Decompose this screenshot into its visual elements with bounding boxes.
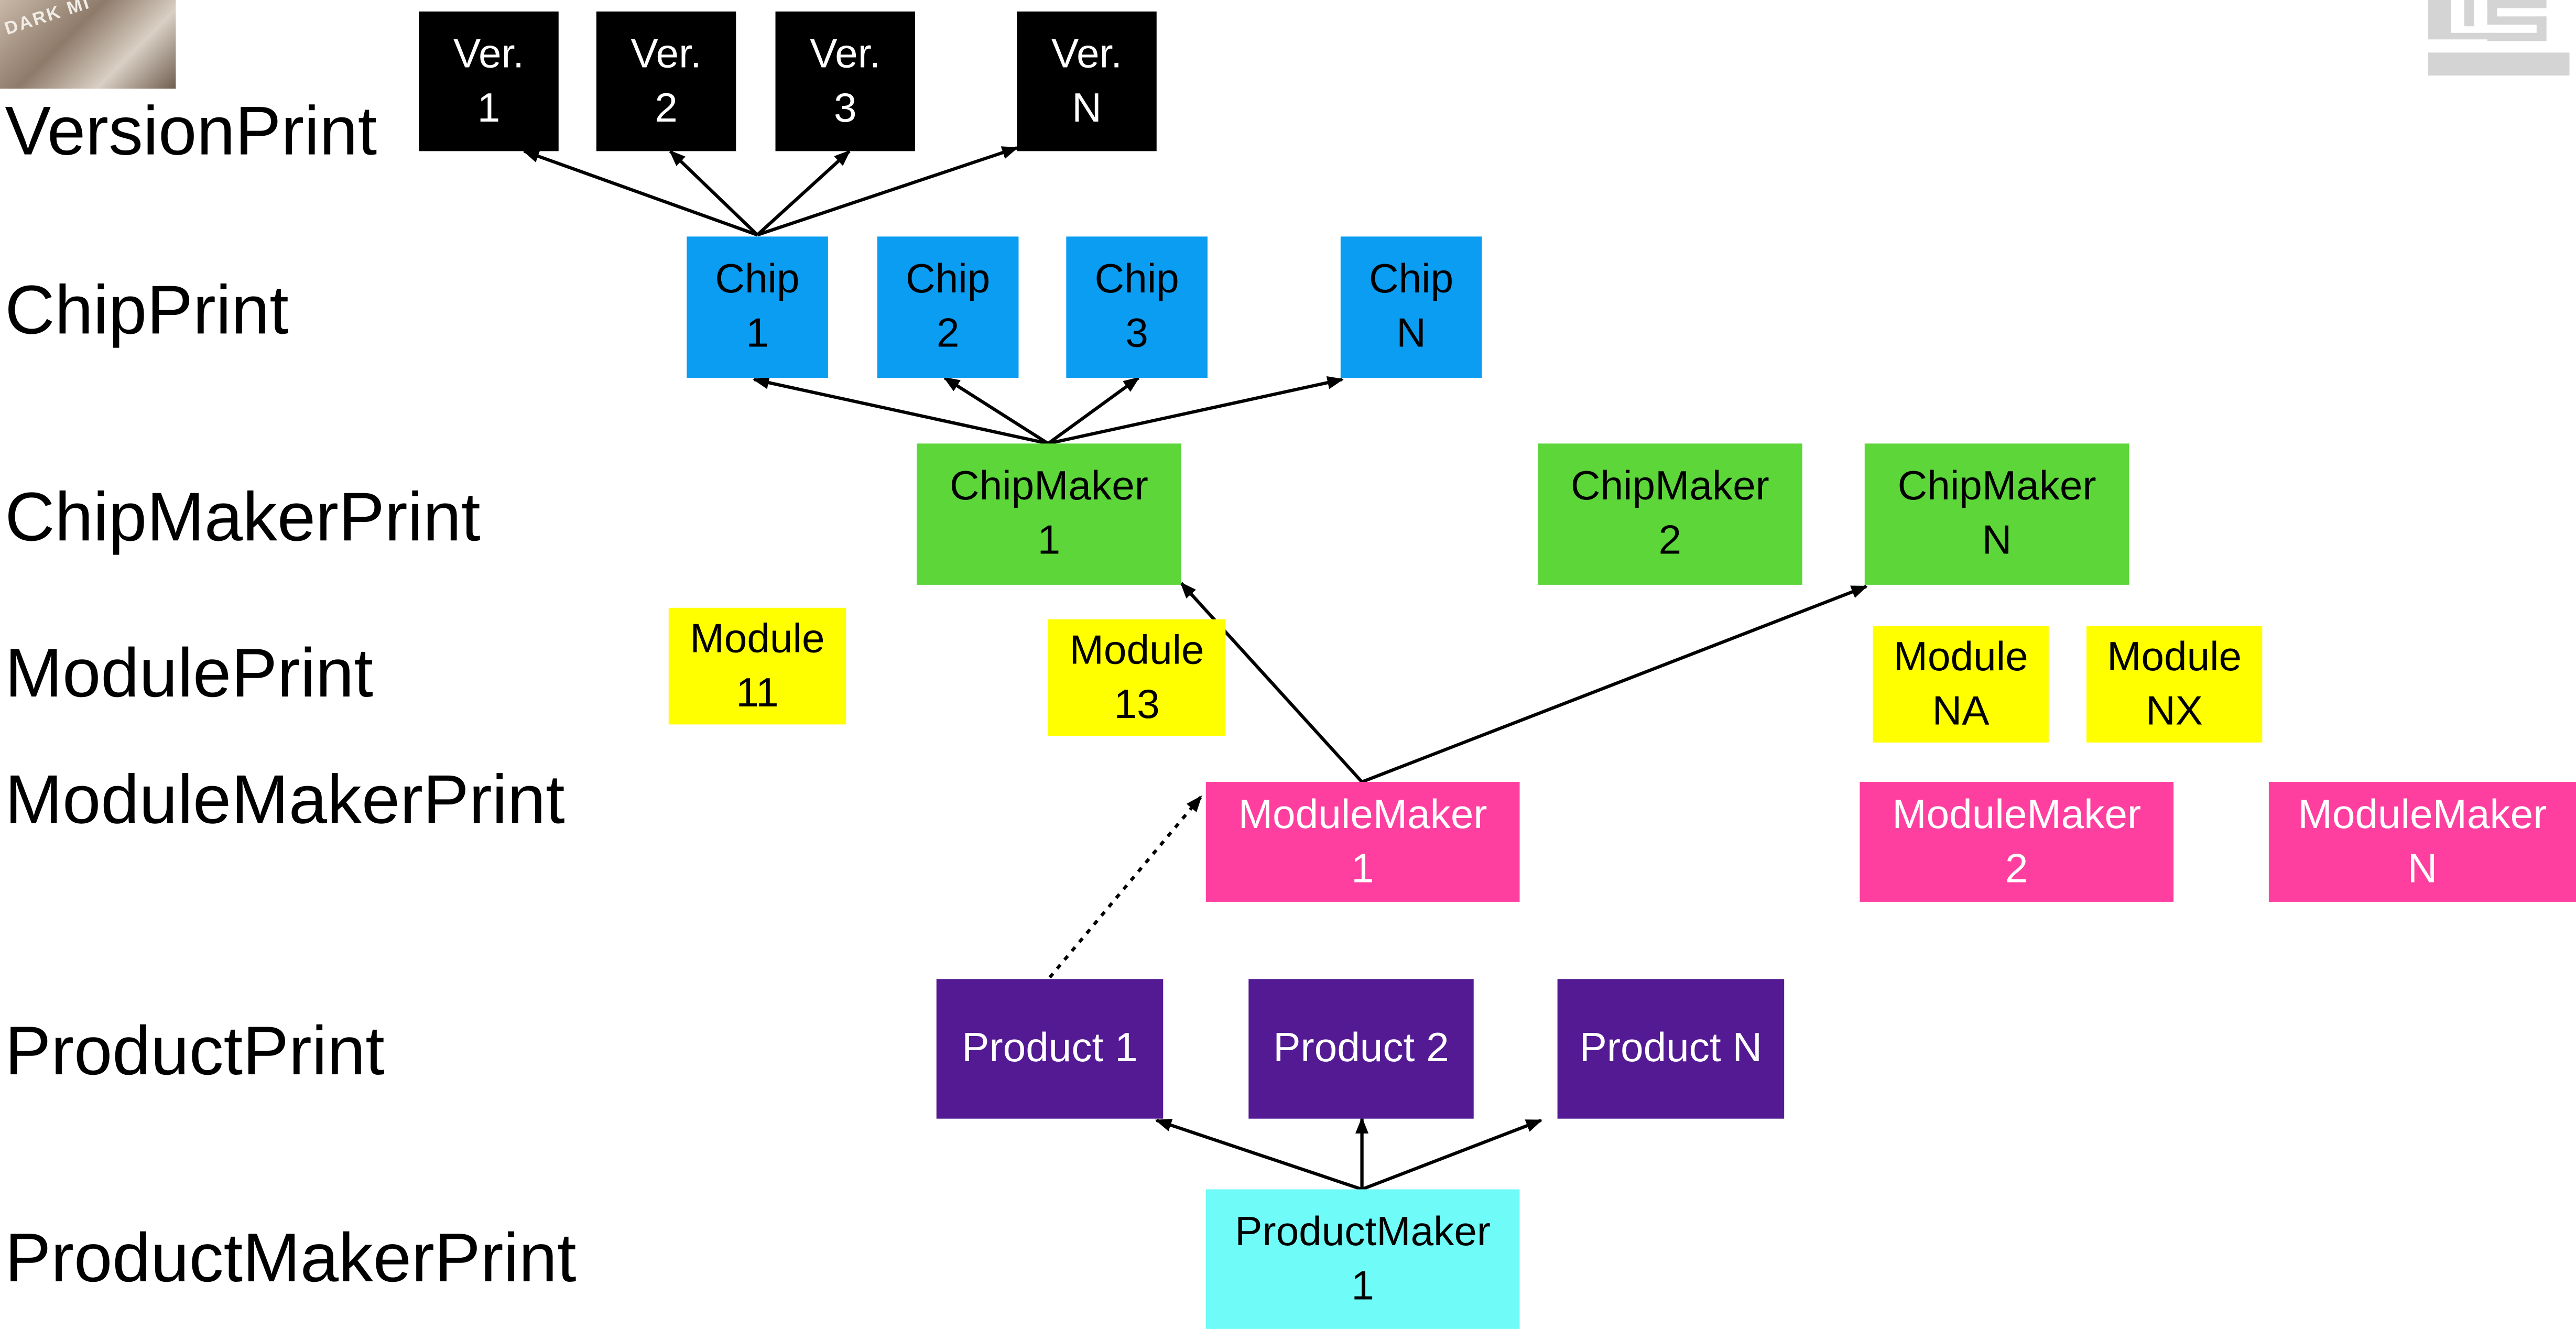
node-chip-2: Chip 2 <box>877 236 1019 378</box>
edge-chip1-to-ver2 <box>669 150 759 236</box>
node-modulemaker-1: ModuleMaker 1 <box>1205 782 1520 902</box>
node-ver-2: Ver. 2 <box>596 11 736 151</box>
node-chipmaker-n: ChipMaker N <box>1864 443 2129 585</box>
edge-chipmaker1-to-chip1 <box>752 376 1049 445</box>
node-chip-n: Chip N <box>1340 236 1482 378</box>
edge-chip1-to-vern <box>757 146 1019 237</box>
node-ver-1: Ver. 1 <box>419 11 559 151</box>
node-chip-3: Chip 3 <box>1066 236 1208 378</box>
node-chipmaker-2: ChipMaker 2 <box>1537 443 1802 585</box>
node-module-nx: Module NX <box>2086 626 2263 743</box>
node-product-1: Product 1 <box>936 979 1164 1119</box>
node-product-2: Product 2 <box>1248 979 1474 1119</box>
node-modulemaker-2: ModuleMaker 2 <box>1860 782 2174 902</box>
logo-watermark-icon <box>2428 0 2570 76</box>
edge-productmaker1-to-productn <box>1361 1118 1543 1191</box>
node-module-13: Module 13 <box>1048 619 1226 736</box>
row-label-chipmakerprint: ChipMakerPrint <box>5 478 481 555</box>
edge-productmaker1-to-product1 <box>1155 1118 1363 1191</box>
edge-chip1-to-ver3 <box>756 150 851 236</box>
node-module-11: Module 11 <box>668 607 846 725</box>
node-chip-1: Chip 1 <box>687 236 828 378</box>
row-label-moduleprint: ModulePrint <box>5 634 373 712</box>
row-label-modulemakerprint: ModuleMakerPrint <box>5 760 565 838</box>
node-chipmaker-1: ChipMaker 1 <box>917 443 1181 585</box>
row-label-chipprint: ChipPrint <box>5 271 289 348</box>
row-label-versionprint: VersionPrint <box>5 92 377 169</box>
node-module-na: Module NA <box>1873 626 2049 743</box>
row-label-productprint: ProductPrint <box>5 1011 385 1090</box>
edge-modulemaker1-to-chipmaker1 <box>1180 582 1363 783</box>
edge-chipmaker1-to-chipn <box>1048 376 1344 445</box>
edge-modulemaker1-to-chipmakern <box>1361 585 1868 783</box>
node-product-n: Product N <box>1557 979 1785 1119</box>
edge-chipmaker1-to-chip3 <box>1047 376 1140 445</box>
row-label-productmakerprint: ProductMakerPrint <box>5 1218 577 1297</box>
edge-chip1-to-ver1 <box>522 149 758 237</box>
node-productmaker-1: ProductMaker 1 <box>1205 1189 1520 1329</box>
node-ver-n: Ver. N <box>1017 11 1157 151</box>
node-ver-3: Ver. 3 <box>775 11 915 151</box>
edge-chipmaker1-to-chip2 <box>943 376 1049 445</box>
photo-thumbnail-icon: DARK MI <box>0 0 176 89</box>
edge-product1-to-modulemaker1-dotted <box>1048 795 1202 979</box>
node-modulemaker-n: ModuleMaker N <box>2268 782 2576 902</box>
